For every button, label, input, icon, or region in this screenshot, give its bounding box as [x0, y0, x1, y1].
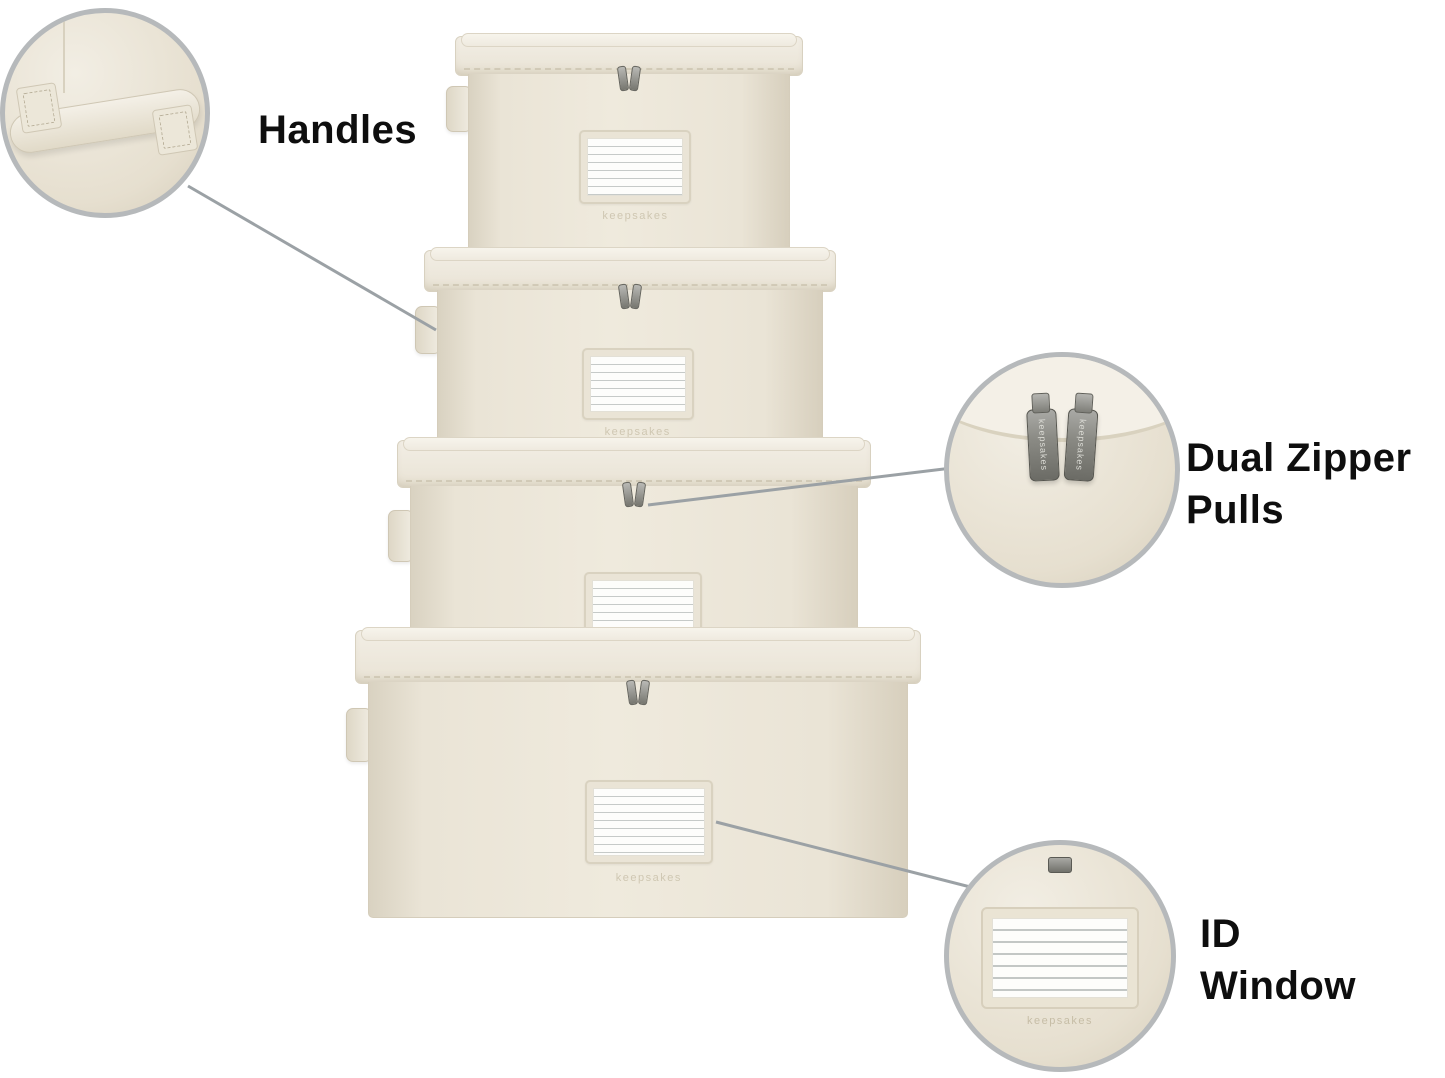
box-lid — [397, 437, 871, 488]
zipper-pull-icon — [629, 283, 643, 310]
dual-zipper-pulls-label: Dual Zipper Pulls — [1186, 432, 1412, 536]
stitch-patch-icon — [151, 104, 199, 156]
zipper-track-icon — [364, 676, 912, 678]
box-handle-icon — [346, 708, 372, 762]
id-card — [589, 356, 686, 412]
zipper-pulls-icon — [617, 283, 643, 310]
box-handle-icon — [388, 510, 414, 562]
zipper-pull-icon — [1048, 857, 1072, 873]
zipper-pulls-icon — [625, 679, 651, 706]
zipper-pull-icon — [628, 65, 642, 92]
brand-embossed-text: keepsakes — [615, 872, 682, 884]
callout-zipper-circle: keepsakes keepsakes — [944, 352, 1180, 588]
id-window-line2: Window — [1200, 964, 1356, 1008]
box-lid — [355, 627, 921, 684]
zipper-tape-icon — [949, 357, 1175, 442]
zipper-pull-icon — [616, 65, 630, 92]
brand-embossed-text: keepsakes — [604, 426, 671, 438]
box-lid-top — [461, 33, 797, 47]
zipper-pull-tags: keepsakes keepsakes — [1026, 408, 1099, 482]
zipper-pull-icon — [637, 679, 651, 706]
id-window — [584, 780, 713, 864]
brand-embossed-text: keepsakes — [1026, 1015, 1094, 1027]
zipper-track-icon — [433, 284, 827, 286]
zipper-pull-icon — [621, 481, 635, 508]
callout-handles-circle — [0, 8, 210, 218]
storage-box-4: keepsakes — [346, 622, 921, 918]
storage-box-1: keepsakes — [446, 28, 803, 252]
brand-embossed-text: keepsakes — [602, 210, 669, 222]
id-window-closeup — [981, 907, 1139, 1009]
handles-label: Handles — [258, 104, 417, 156]
dual-zipper-pulls-line2: Pulls — [1186, 488, 1285, 532]
box-lid-top — [361, 627, 915, 641]
zipper-tag-text: keepsakes — [1036, 418, 1050, 472]
id-card — [587, 138, 684, 196]
box-lid-top — [430, 247, 830, 261]
id-window — [579, 130, 692, 204]
id-window-label: ID Window — [1200, 908, 1356, 1012]
fabric-seam — [63, 13, 65, 93]
connector-handles-line — [187, 184, 437, 332]
zipper-pull-icon — [625, 679, 639, 706]
zipper-pull-icon — [633, 481, 647, 508]
callout-idwindow-circle: keepsakes — [944, 840, 1176, 1072]
box-handle-icon — [446, 86, 472, 132]
handles-label-text: Handles — [258, 108, 418, 152]
box-lid-top — [403, 437, 865, 451]
zipper-pulls-icon — [616, 65, 642, 92]
zipper-pull-icon — [617, 283, 631, 310]
zipper-tag-text: keepsakes — [1074, 418, 1088, 472]
id-card — [992, 918, 1128, 998]
id-card — [592, 788, 705, 856]
zipper-pulls-icon — [621, 481, 647, 508]
zipper-pull-tag-icon: keepsakes — [1063, 408, 1099, 482]
id-window — [581, 348, 694, 420]
id-window-line1: ID — [1200, 912, 1241, 956]
storage-box-2: keepsakes — [415, 242, 836, 454]
zipper-pull-tag-icon: keepsakes — [1026, 408, 1060, 482]
zipper-track-icon — [406, 480, 862, 482]
dual-zipper-pulls-line1: Dual Zipper — [1186, 436, 1412, 480]
box-lid — [455, 33, 803, 76]
zipper-track-icon — [464, 68, 794, 70]
stitch-patch-icon — [15, 82, 63, 134]
